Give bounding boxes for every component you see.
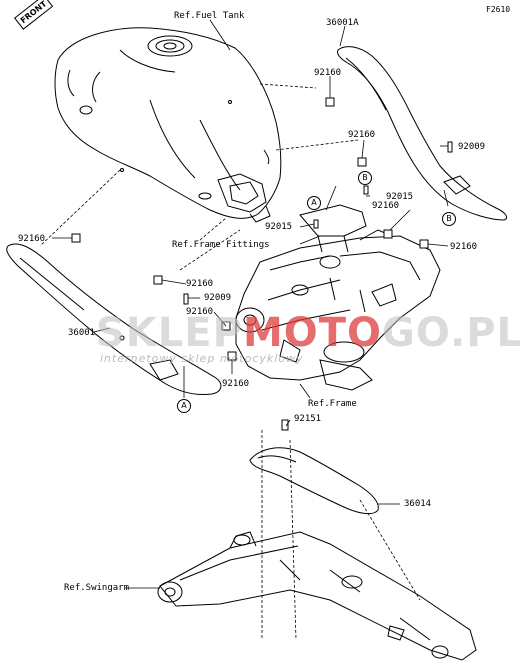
- part-92160-label-c[interactable]: 92160: [372, 201, 400, 211]
- part-92160-label-a[interactable]: 92160: [314, 68, 342, 78]
- marker-b-bottom: B: [442, 212, 456, 226]
- part-36001a-label[interactable]: 36001A: [326, 18, 359, 28]
- ref-swingarm-label[interactable]: Ref.Swingarm: [64, 583, 130, 593]
- watermark-part3: GO.PL: [382, 310, 520, 356]
- ref-frame-label[interactable]: Ref.Frame: [308, 399, 357, 409]
- fuel-tank-drawing: [54, 27, 282, 223]
- part-92160-label-d[interactable]: 92160: [450, 242, 478, 252]
- swingarm-drawing: [157, 531, 477, 661]
- part-36001-label[interactable]: 36001: [68, 328, 96, 338]
- part-92160-label-g[interactable]: 92160: [186, 307, 214, 317]
- part-92160-label-h[interactable]: 92160: [222, 379, 250, 389]
- figure-code: F2610: [486, 5, 511, 14]
- marker-b-top: B: [358, 171, 372, 185]
- part-92015-label-a[interactable]: 92015: [386, 192, 414, 202]
- part-92009-label-b[interactable]: 92009: [204, 293, 232, 303]
- cover-36001-drawing: [6, 243, 222, 395]
- part-92015-label-b[interactable]: 92015: [265, 222, 293, 232]
- chain-cover-36014-drawing: [249, 447, 379, 515]
- watermark-part2: MOTO: [242, 310, 383, 356]
- ref-frame-fittings-label[interactable]: Ref.Frame Fittings: [172, 240, 270, 250]
- ref-fuel-tank-label[interactable]: Ref.Fuel Tank: [174, 11, 245, 21]
- fasteners-drawing: [71, 97, 453, 431]
- part-36014-label[interactable]: 36014: [404, 499, 432, 509]
- marker-a-bottom: A: [177, 399, 191, 413]
- part-92160-label-f[interactable]: 92160: [186, 279, 214, 289]
- leader-lines: [39, 19, 449, 641]
- marker-a-top: A: [307, 196, 321, 210]
- part-92009-label-a[interactable]: 92009: [458, 142, 486, 152]
- part-92160-label-e[interactable]: 92160: [18, 234, 46, 244]
- part-92160-label-b[interactable]: 92160: [348, 130, 376, 140]
- watermark-tagline: internetowy sklep motocyklowy: [100, 352, 304, 365]
- cover-36001a-drawing: [337, 46, 508, 221]
- watermark: SKLEPMOTOGO.PL: [96, 310, 520, 356]
- watermark-part1: SKLEP: [96, 310, 243, 356]
- part-92151-label[interactable]: 92151: [294, 414, 322, 424]
